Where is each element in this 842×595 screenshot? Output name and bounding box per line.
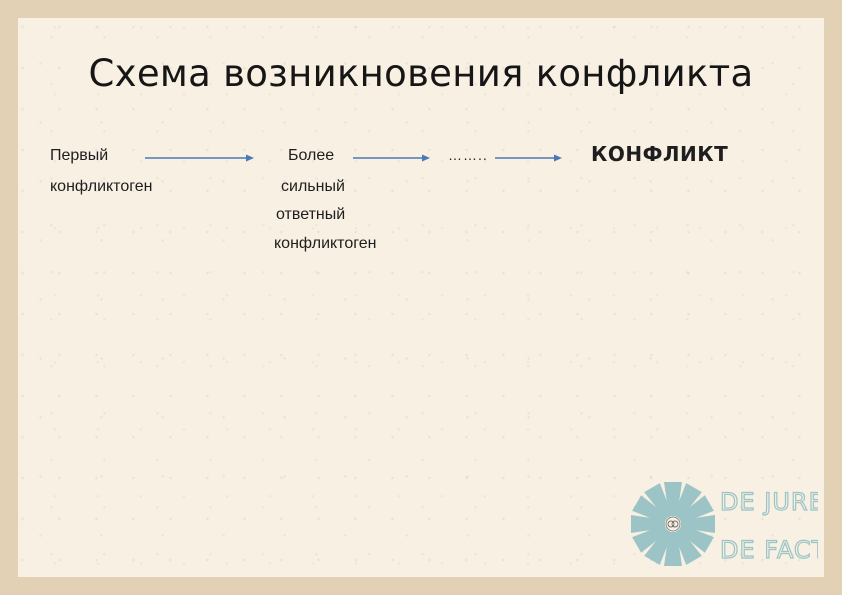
arrow-1-icon <box>145 154 254 162</box>
step2-label-line1: Более <box>288 147 335 164</box>
logo-text-line1: DE JURE <box>720 488 818 516</box>
step1-label-line2: конфликтоген <box>50 178 153 195</box>
step2-label-line3: ответный <box>276 206 346 223</box>
step2-label-line2: сильный <box>281 178 345 195</box>
result-conflict: КОНФЛИКТ <box>591 142 729 166</box>
step1-label-line1: Первый <box>50 147 109 164</box>
step3-ellipsis: …….. <box>448 147 488 163</box>
de-jure-de-facto-logo: DE JURE DE FACTO <box>631 482 818 566</box>
logo-text-line2: DE FACTO <box>720 536 818 564</box>
arrow-3-icon <box>495 154 562 162</box>
arrow-2-icon <box>353 154 430 162</box>
step2-label-line4: конфликтоген <box>274 235 377 252</box>
slide-title: Схема возникновения конфликта <box>88 52 754 95</box>
sunburst-icon <box>631 482 715 566</box>
slide-background <box>18 18 824 577</box>
